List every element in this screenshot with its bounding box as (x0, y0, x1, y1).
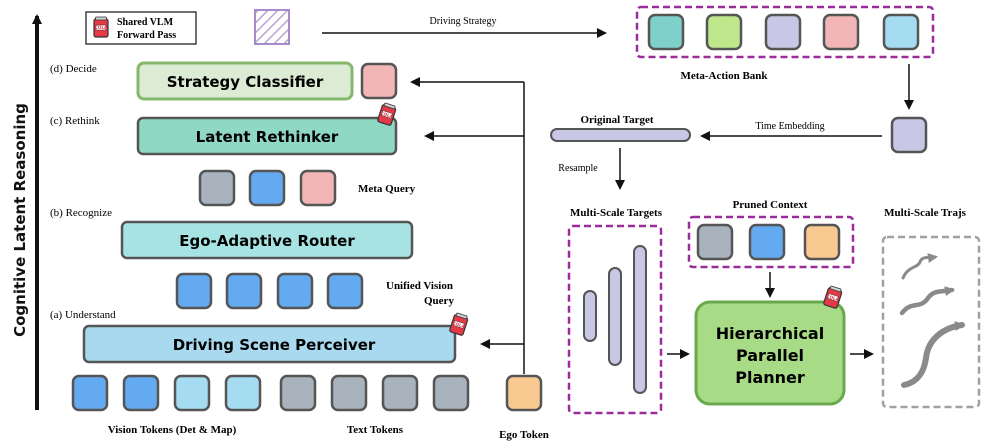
driving-strategy-label: Driving Strategy (430, 16, 497, 27)
vision-tokens (71, 374, 262, 412)
axis-label: Cognitive Latent Reasoning (11, 103, 29, 337)
soda-can-icon (448, 311, 470, 337)
multi-scale-trajs-label: Multi-Scale Trajs (884, 207, 966, 219)
legend-label-2: Forward Pass (117, 30, 176, 41)
driving-scene-perceiver (82, 324, 457, 364)
ego-adaptive-router (120, 220, 414, 260)
strategy-token (254, 9, 290, 45)
meta-action-bank-label: Meta-Action Bank (680, 70, 768, 82)
pruned-context-box (687, 215, 855, 269)
stage-rethink: (c) Rethink (50, 115, 100, 127)
planner-label-2: Parallel (736, 346, 804, 365)
selected-meta-action-token (890, 116, 928, 154)
ego-token-label: Ego Token (499, 429, 549, 441)
text-tokens-label: Text Tokens (347, 424, 404, 436)
multi-scale-targets-box (567, 224, 663, 415)
time-embedding-label: Time Embedding (755, 121, 824, 132)
stage-decide: (d) Decide (50, 63, 97, 75)
pruned-context-tokens (696, 223, 841, 261)
trajectory-curves (899, 253, 965, 388)
vision-tokens-label: Vision Tokens (Det & Map) (108, 424, 237, 436)
stage-understand: (a) Understand (50, 309, 116, 321)
multi-scale-trajs-box (881, 235, 981, 409)
hierarchical-parallel-planner (694, 300, 846, 406)
resample-label: Resample (558, 163, 598, 174)
unified-vision-query-label-2: Query (424, 295, 454, 307)
meta-action-tokens (647, 13, 920, 51)
original-target-bar (550, 128, 691, 142)
unified-vision-query-label-1: Unified Vision (386, 280, 453, 292)
meta-query-tokens (198, 169, 337, 207)
text-tokens (279, 374, 470, 412)
latent-rethinker (136, 116, 398, 156)
stage-recognize: (b) Recognize (50, 207, 112, 219)
planner-label-1: Hierarchical (716, 324, 824, 343)
ego-feed-arrows (410, 77, 525, 374)
multi-scale-target-bars (583, 245, 647, 394)
ego-adaptive-router-label: Ego-Adaptive Router (179, 232, 355, 250)
meta-query-label: Meta Query (358, 183, 416, 195)
unified-vision-query-tokens (175, 272, 364, 310)
multi-scale-targets-label: Multi-Scale Targets (570, 207, 663, 219)
strategy-classifier (136, 61, 354, 101)
meta-action-bank (635, 5, 935, 59)
original-target-label: Original Target (580, 114, 653, 126)
ego-token (505, 374, 543, 412)
latent-rethinker-label: Latent Rethinker (196, 128, 339, 146)
strategy-classifier-label: Strategy Classifier (167, 73, 324, 91)
classifier-output-token (360, 62, 398, 100)
driving-scene-perceiver-label: Driving Scene Perceiver (173, 336, 376, 354)
pruned-context-label: Pruned Context (733, 199, 808, 211)
legend: Shared VLM Forward Pass (85, 11, 197, 45)
legend-label-1: Shared VLM (117, 17, 174, 28)
soda-can-icon (93, 16, 109, 38)
planner-label-3: Planner (735, 368, 805, 387)
